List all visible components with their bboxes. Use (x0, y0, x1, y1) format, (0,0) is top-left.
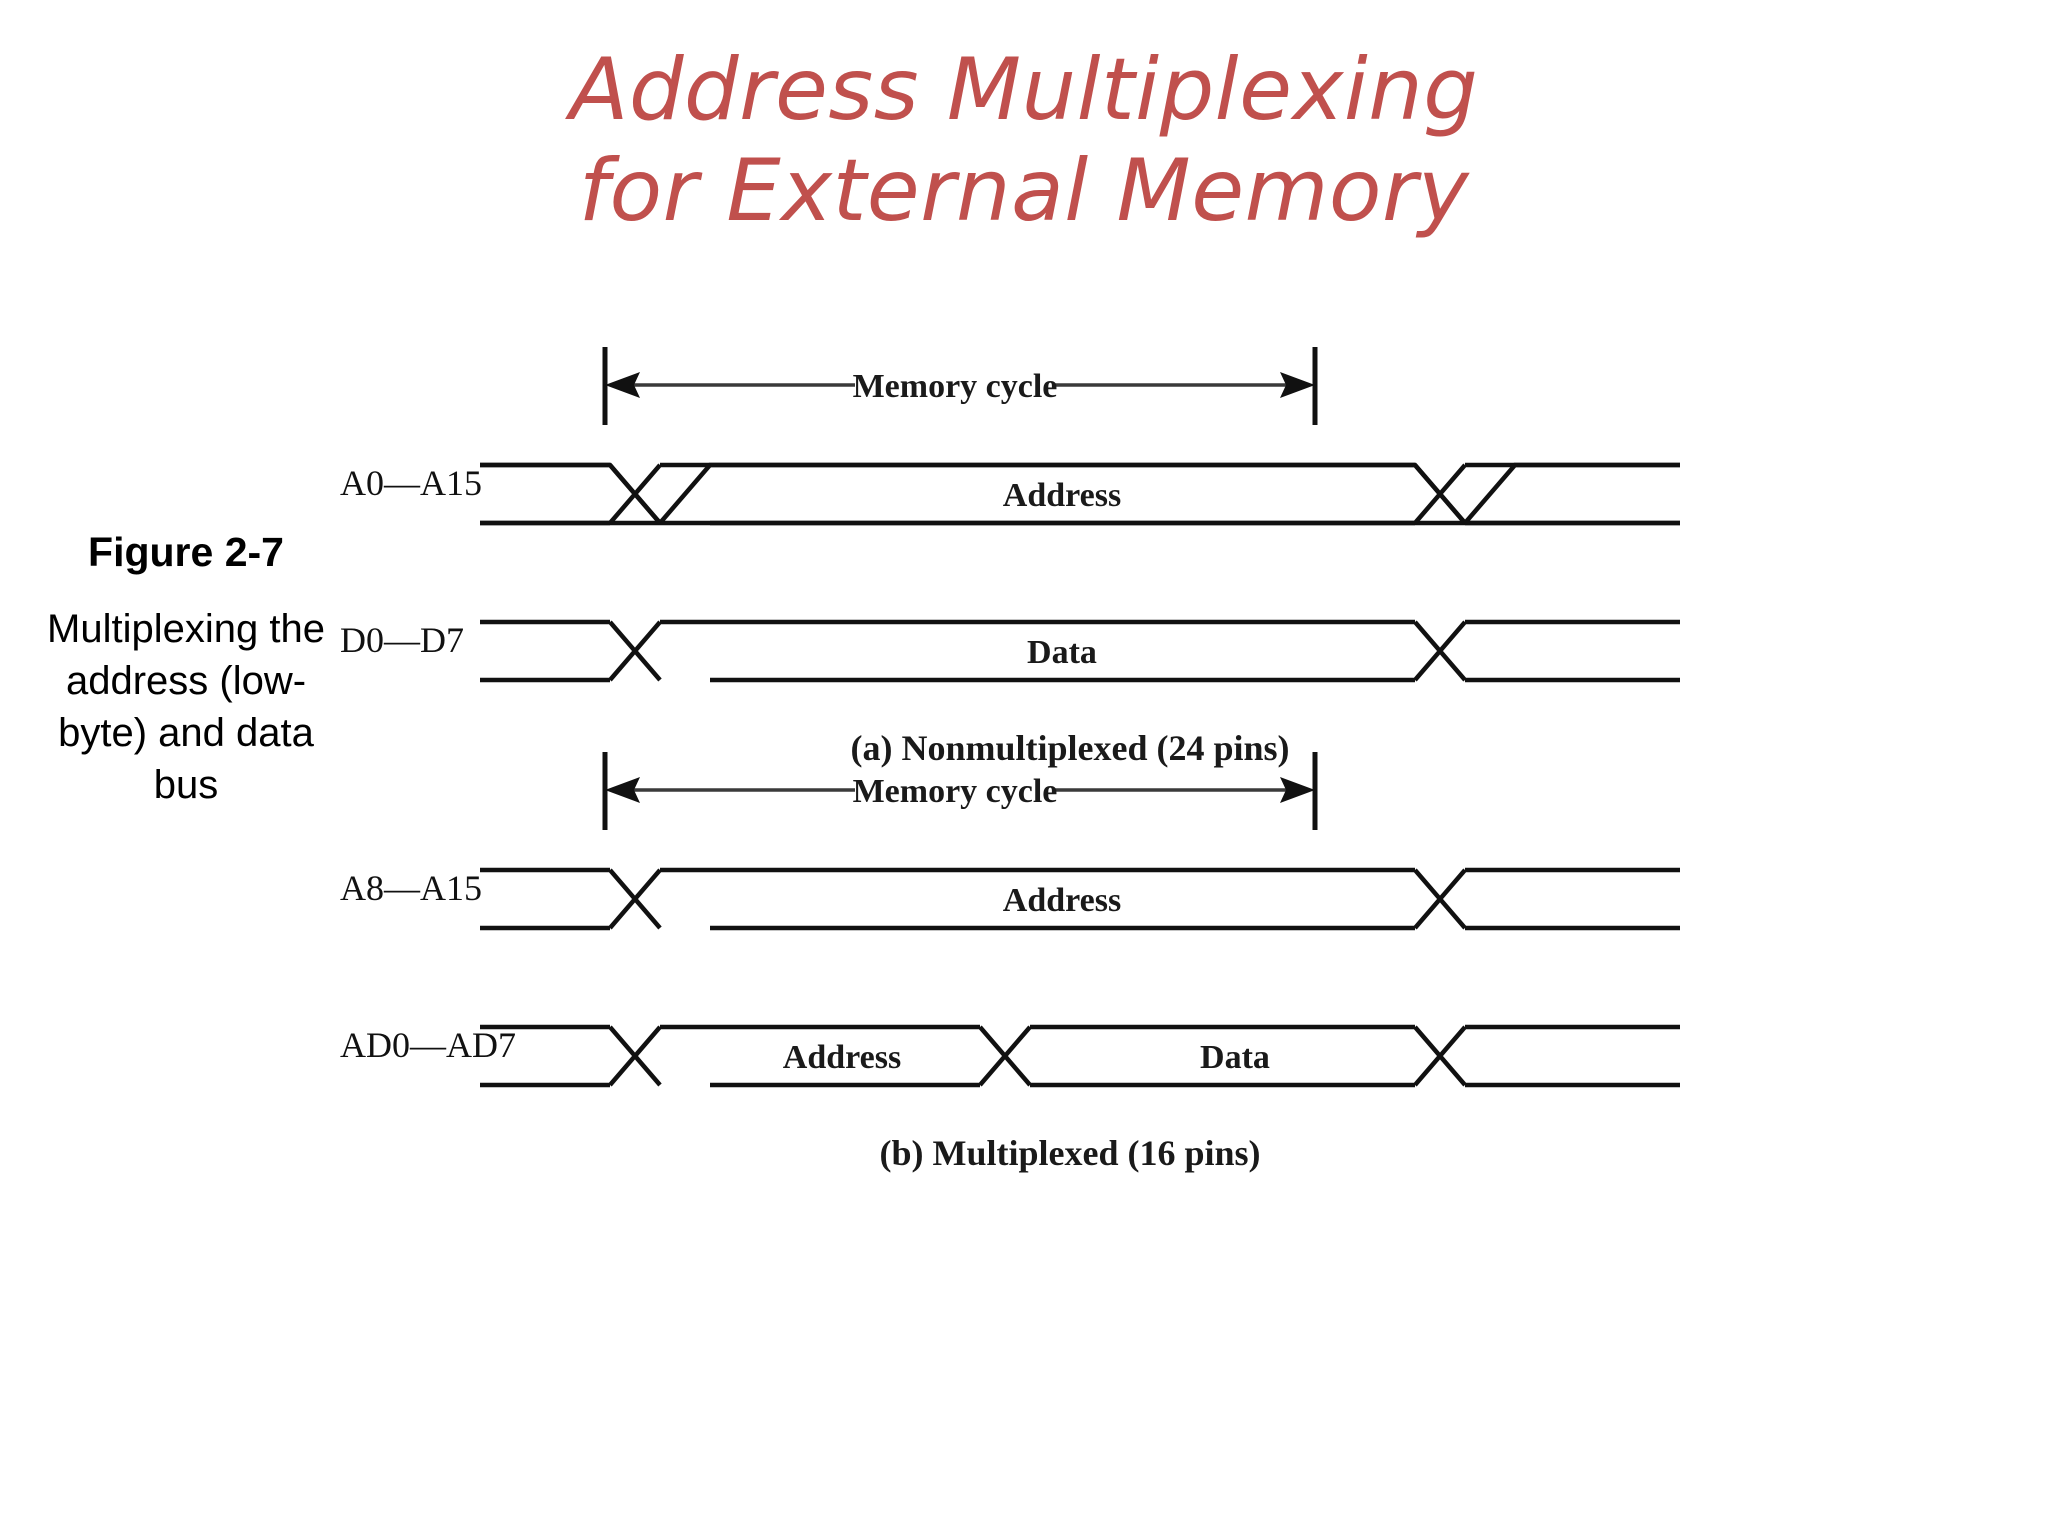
waveform-value-address-b: Address (1003, 882, 1121, 919)
arrowhead-right-b (1280, 777, 1315, 803)
figure-caption-text: Multiplexing the address (low-byte) and … (47, 607, 325, 808)
waveform-value-address-a: Address (1003, 477, 1121, 514)
arrowhead-left-b (605, 777, 640, 803)
waveform-ad0-ad7 (480, 1024, 1680, 1088)
signal-label-a0-a15: A0—A15 (340, 463, 482, 503)
timing-diagram-panel-a: Memory cycle A0—A15 Address D0—D7 Data (… (330, 325, 2030, 1115)
page-title-line-1: Address Multiplexing (569, 40, 1479, 140)
cycle-label-b: Memory cycle (853, 773, 1058, 810)
panel-caption-b: (b) Multiplexed (16 pins) (879, 1133, 1260, 1173)
waveform-value-data-b: Data (1200, 1039, 1270, 1076)
signal-label-ad0-ad7: AD0—AD7 (340, 1025, 516, 1065)
timing-diagram-panel-b: Memory cycle A8—A15 Address AD0—AD7 Addr… (330, 730, 2030, 1520)
arrowhead-right-a (1280, 372, 1315, 398)
panel-caption-a: (a) Nonmultiplexed (24 pins) (850, 728, 1289, 768)
signal-label-d0-d7: D0—D7 (340, 620, 464, 660)
waveform-value-data-a: Data (1027, 634, 1097, 671)
signal-label-a8-a15: A8—A15 (340, 868, 482, 908)
waveform-value-address-b2: Address (783, 1039, 901, 1076)
arrowhead-left-a (605, 372, 640, 398)
figure-caption-block: Figure 2-7 Multiplexing the address (low… (42, 528, 330, 811)
waveform-d0-d7 (480, 619, 1680, 683)
page-title: Address Multiplexing for External Memory (0, 40, 2048, 243)
cycle-label-a: Memory cycle (853, 368, 1058, 405)
waveform-a0-a15-extra (480, 462, 1680, 526)
waveform-a8-a15 (480, 867, 1680, 931)
page-title-line-2: for External Memory (578, 141, 1470, 242)
figure-number: Figure 2-7 (88, 529, 284, 575)
